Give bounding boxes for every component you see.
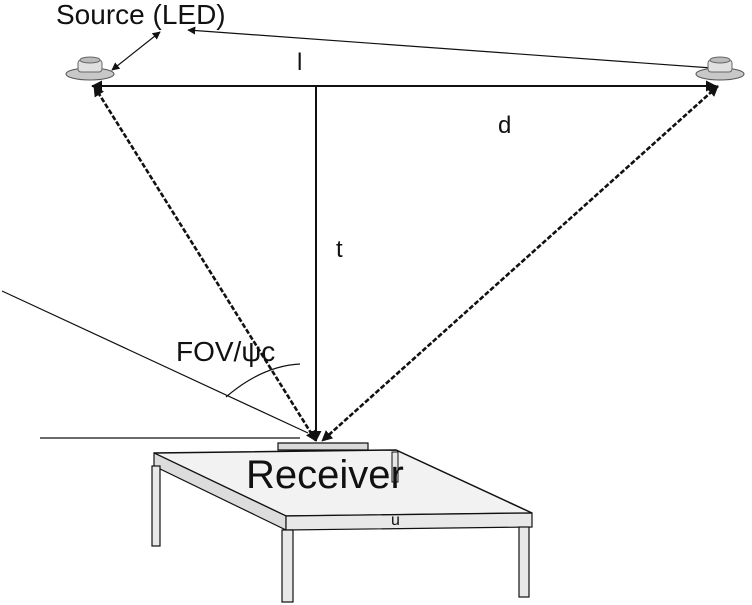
table-mark: u [391, 512, 400, 529]
led-lamp-right-icon [695, 56, 745, 81]
t-label: t [336, 236, 343, 263]
receiver-table [151, 449, 533, 603]
d-distance-arrow-right [321, 85, 719, 442]
led-lamp-left-icon [65, 56, 115, 81]
source-led-label: Source (LED) [56, 0, 226, 30]
receiver-sensor [277, 442, 369, 451]
fov-label: FOV/ψc [176, 336, 275, 367]
source-leader-right [187, 26, 713, 69]
l-label: l [297, 49, 302, 76]
d-distance-arrow-left [92, 85, 318, 442]
fov-arc [225, 363, 301, 398]
source-leader-left [111, 31, 161, 71]
receiver-label: Receiver [246, 453, 404, 497]
d-label: d [498, 112, 511, 139]
fov-boundary-line [1, 290, 309, 434]
